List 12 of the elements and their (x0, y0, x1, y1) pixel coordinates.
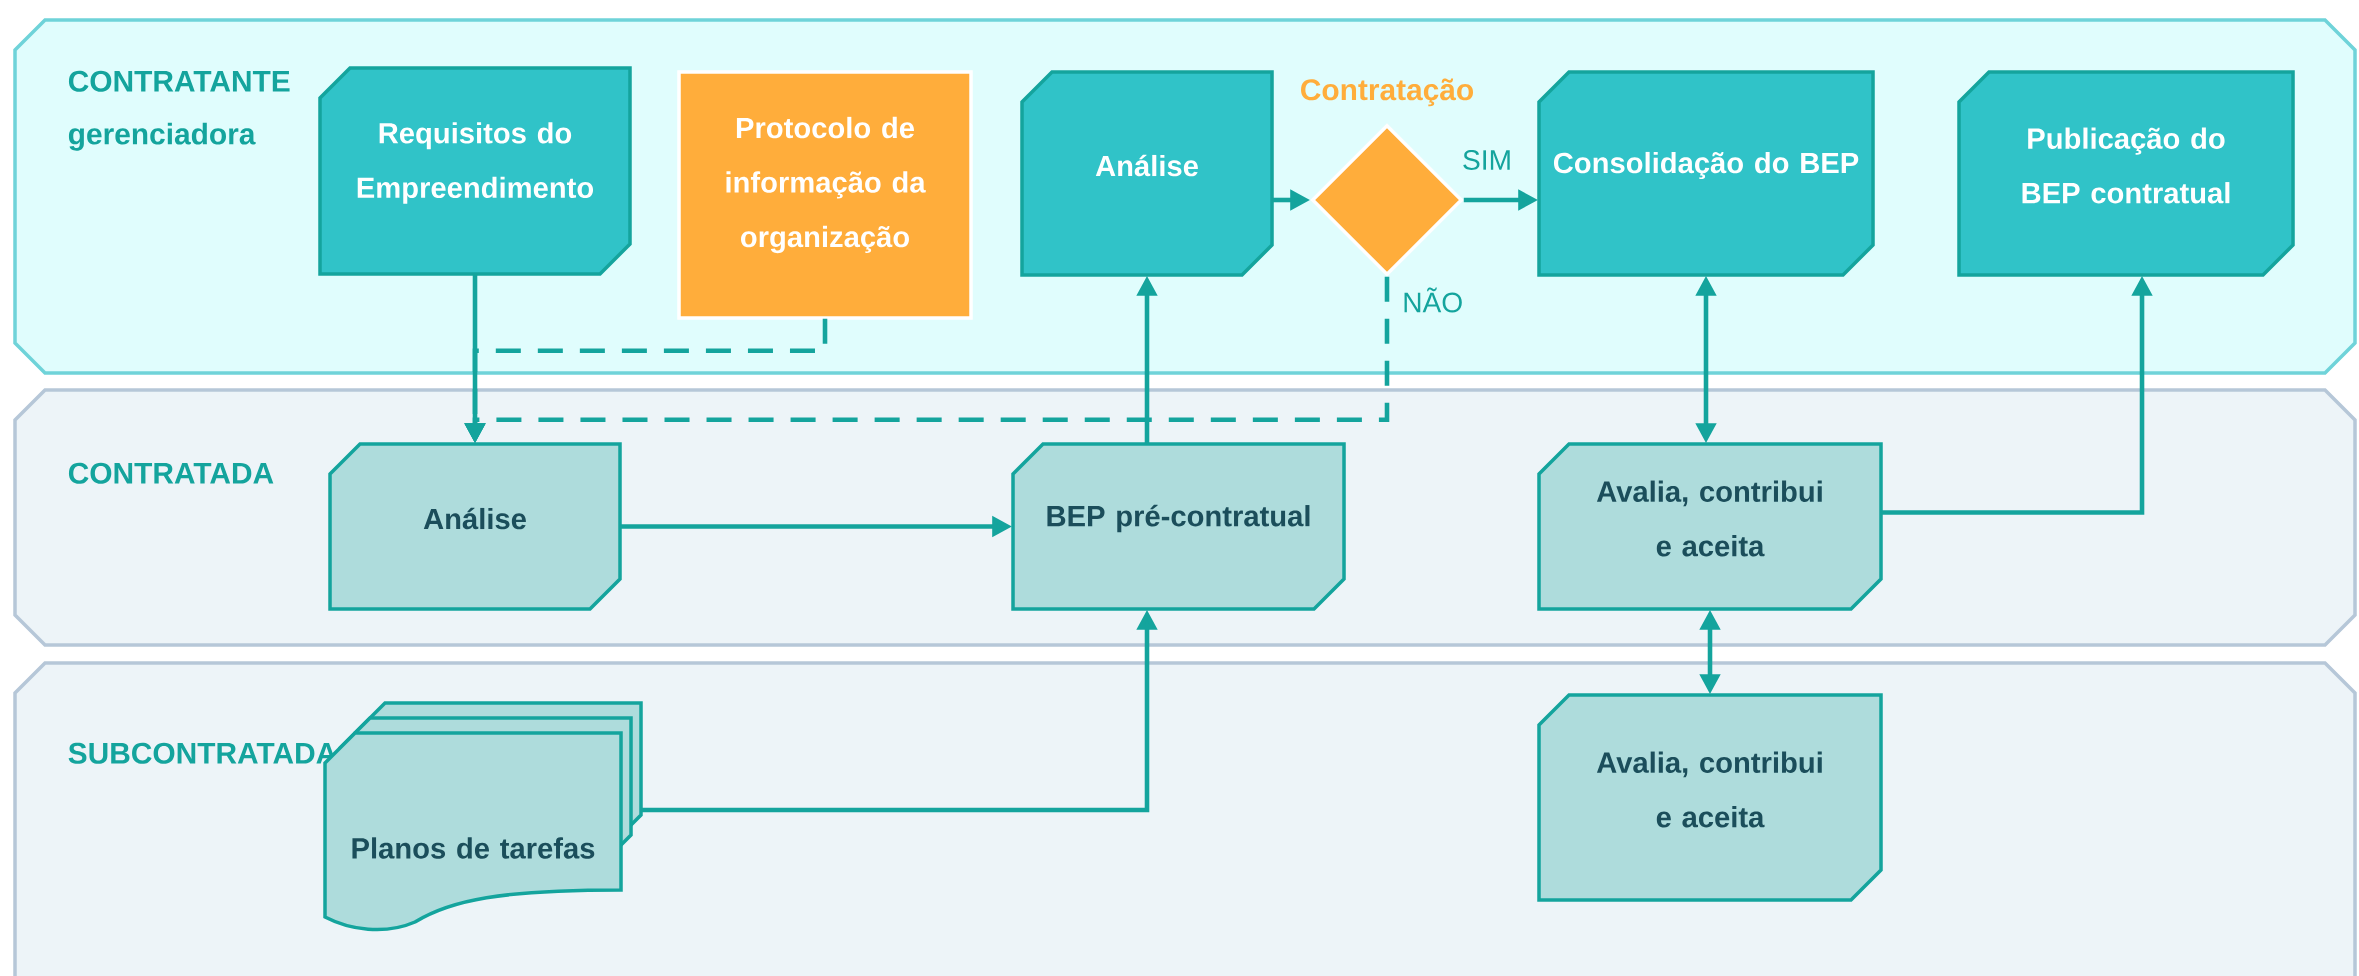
edge-label: SIM (1463, 150, 1510, 170)
process-box: Análise (328, 442, 622, 611)
process-box: Avalia, contribui e aceita (1537, 442, 1883, 611)
process-box: Avalia, contribui e aceita (1537, 693, 1883, 902)
process-box: BEP pré-contratual (1011, 442, 1346, 611)
process-box: Análise (1020, 70, 1274, 277)
process-box: Publicação do BEP contratual (1957, 70, 2295, 277)
process-box: Consolidação do BEP (1537, 70, 1875, 277)
edge-label: NÃO (1404, 287, 1462, 313)
process-box: Requisitos do Empreendimento (318, 66, 632, 276)
process-box: Protocolo de informação da organização (677, 70, 973, 320)
node-label: Contratação (1301, 78, 1474, 107)
